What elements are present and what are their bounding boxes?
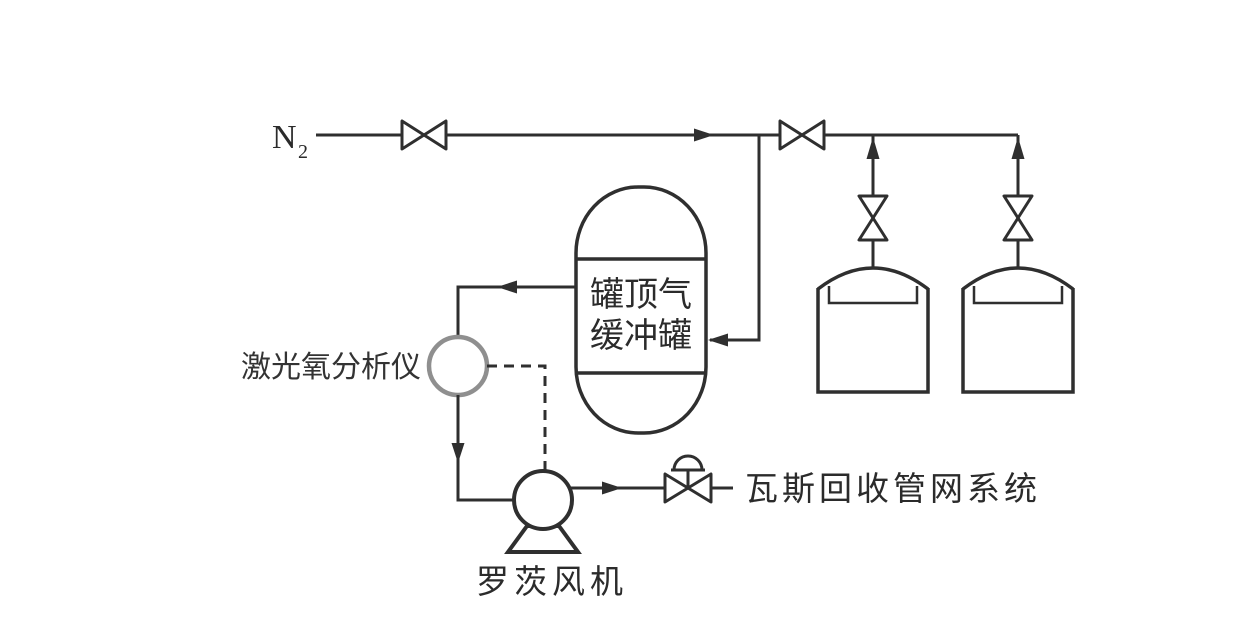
roots-blower: 罗茨风机: [476, 469, 628, 601]
tank2-dome: [961, 266, 1075, 291]
flow-arrow-up-tank2-icon: [1011, 137, 1025, 159]
valve-left-triangle: [778, 119, 804, 151]
tank2-body: [961, 288, 1075, 394]
flow-arrow-left-icon: [497, 280, 517, 294]
tank1-dome: [816, 266, 930, 291]
tank1-valve-top-triangle: [857, 194, 889, 220]
tank2-internal-seal: [972, 286, 1064, 305]
n2-inlet-valve-symbol: [400, 119, 448, 151]
storage-tank-2: [961, 266, 1075, 394]
n2-label: N: [272, 119, 297, 156]
tank1-internal-seal: [827, 286, 919, 305]
signal-line-analyzer-blower: [487, 364, 547, 470]
storage-tank-1: [816, 266, 930, 394]
buffer-vessel-label-line2: 缓冲罐: [590, 317, 692, 355]
n2-subscript: 2: [298, 141, 308, 163]
valve-left-triangle: [663, 472, 690, 504]
analyzer-symbol: [426, 334, 490, 398]
recovery-network-label: 瓦斯回收管网系统: [745, 471, 1041, 508]
pipe-vessel-to-analyzer: [456, 285, 576, 337]
flow-arrow-up-tank1-icon: [866, 137, 880, 159]
tank1-branch: [857, 135, 889, 269]
tank2-branch: [1002, 135, 1034, 269]
flow-arrow-down-icon: [451, 443, 465, 463]
actuator-dome: [672, 454, 704, 471]
flow-arrow-into-vessel-icon: [708, 333, 728, 347]
buffer-vessel: 罐顶气 缓冲罐: [574, 185, 708, 435]
valve-left-triangle: [400, 119, 426, 151]
buffer-vessel-label-line1: 罐顶气: [590, 276, 692, 314]
control-valve-symbol: [663, 454, 713, 504]
pipe-analyzer-to-blower: [456, 395, 514, 502]
analyzer-label: 激光氧分析仪: [241, 351, 421, 384]
tank2-valve-top-triangle: [1002, 194, 1034, 220]
flow-arrow-right-icon: [694, 128, 714, 142]
flow-arrow-outlet-icon: [602, 481, 622, 495]
tank1-body: [816, 288, 930, 394]
blower-label: 罗茨风机: [476, 564, 628, 601]
blower-casing: [512, 469, 574, 531]
